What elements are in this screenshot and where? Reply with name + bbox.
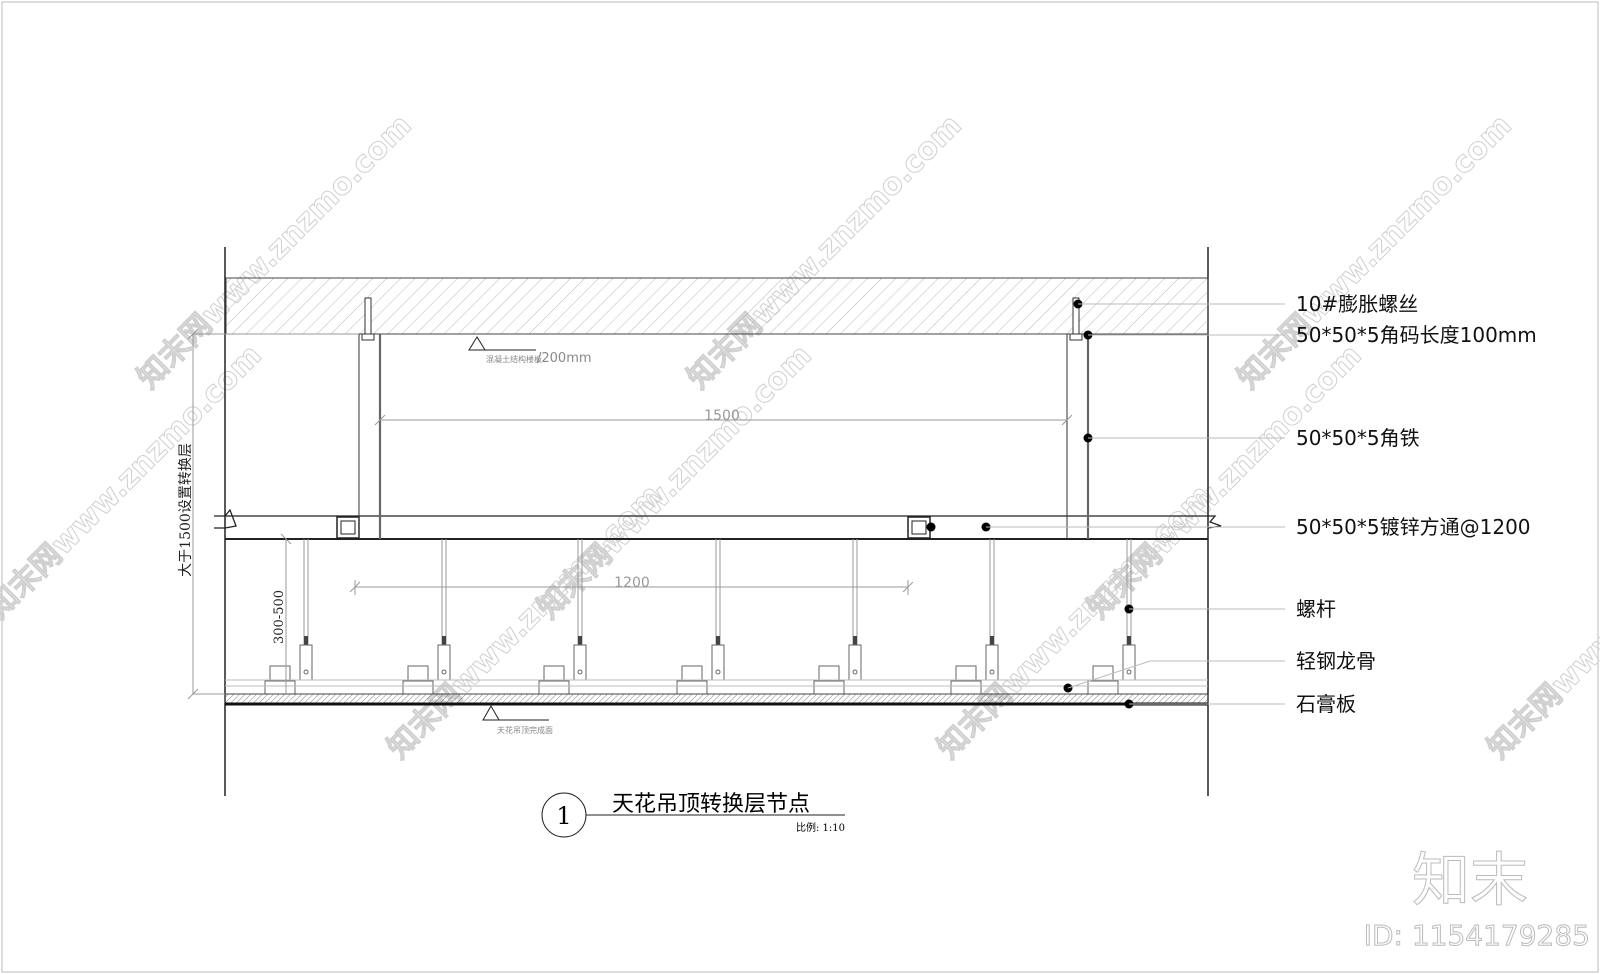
light-steel-runner: [543, 665, 565, 682]
runner-base: [1087, 680, 1119, 695]
watermark-logo: 知末: [1412, 846, 1528, 914]
watermark-text: 知末网www.znzmo.com: [931, 478, 1219, 766]
runner-base: [676, 680, 708, 695]
watermark-text: 知末网www.znzmo.com: [681, 108, 969, 396]
level-marker-ceiling: [482, 704, 549, 721]
square-tube-left: [336, 516, 360, 539]
gypsum-board: [224, 693, 1209, 704]
callout-label: 50*50*5角码长度100mm: [1296, 323, 1537, 347]
runner-base: [950, 680, 982, 695]
light-steel-runner: [407, 665, 429, 682]
clip-hole: [715, 669, 721, 675]
clip-hole: [989, 669, 995, 675]
hanger-clip: [985, 644, 999, 681]
clip-hole: [1126, 669, 1132, 675]
detail-number: 1: [556, 802, 571, 830]
concrete-slab: [225, 277, 1209, 335]
hanger-clip: [1122, 644, 1136, 681]
square-tube-left-inner: [340, 520, 356, 535]
callout-label: 石膏板: [1296, 692, 1356, 716]
dimension-lines: [187, 328, 1073, 700]
dim-1500: 1500: [704, 408, 740, 424]
watermark-id: ID: 1154179285: [1364, 919, 1590, 952]
callout-6: 轻钢龙骨: [1063, 649, 1376, 693]
callout-1: 10#膨胀螺丝: [1073, 292, 1418, 316]
callout-4: 50*50*5镀锌方通@1200: [981, 515, 1531, 539]
hanger-clip: [711, 644, 725, 681]
leader-line: [1067, 660, 1285, 689]
hanger-clip: [437, 644, 451, 681]
hanger-clip: [299, 644, 313, 681]
clip-hole: [441, 669, 447, 675]
dim-height-text: 大于1500设置转换层: [177, 443, 194, 577]
leader-dot: [926, 522, 936, 532]
level-slab-text: 混凝土结构楼板: [486, 354, 542, 364]
level-marker-slab: [468, 336, 536, 351]
callout-label: 10#膨胀螺丝: [1296, 292, 1418, 316]
callout-3: 50*50*5角铁: [1083, 426, 1420, 450]
callout-label: 50*50*5角铁: [1296, 426, 1420, 450]
hanger-clip: [848, 644, 862, 681]
transfer-layer: [214, 508, 1222, 540]
runner-base: [538, 680, 570, 695]
watermark-text: 知末网www.znzmo.com: [381, 478, 669, 766]
runner-base: [402, 680, 434, 695]
clip-hole: [577, 669, 583, 675]
light-steel-runner: [269, 665, 291, 682]
level-slab-value: /200mm: [537, 351, 592, 366]
runner-base: [813, 680, 845, 695]
expansion-bolts: [361, 297, 1083, 341]
light-steel-runner: [818, 665, 840, 682]
hanger-clip: [573, 644, 587, 681]
hanger-rods: [264, 539, 1136, 695]
callout-label: 螺杆: [1296, 597, 1336, 621]
clip-hole: [852, 669, 858, 675]
callout-7: 石膏板: [1124, 692, 1356, 716]
level-ceiling-text: 天花吊顶完成面: [497, 725, 553, 735]
watermark-text: 知末网www.znzmo.com: [131, 108, 419, 396]
drawing-scale: 比例: 1:10: [796, 821, 845, 834]
watermark-text: 知末网www.znzmo.com: [1231, 108, 1519, 396]
dim-1200: 1200: [614, 575, 650, 591]
callout-5: 螺杆: [1124, 597, 1336, 621]
light-steel-runner: [681, 665, 703, 682]
callout-leaders: 10#膨胀螺丝 50*50*5角码长度100mm 50*50*5角铁 50*50*5镀…: [926, 292, 1537, 716]
callout-label: 轻钢龙骨: [1296, 649, 1376, 673]
runner-base: [264, 680, 296, 695]
watermark-text: 知末网www.znzmo.com: [0, 338, 269, 626]
light-steel-runner: [955, 665, 977, 682]
square-tube-right-inner: [911, 520, 927, 535]
dim-rod-text: 300-500: [272, 590, 287, 644]
callout-label: 50*50*5镀锌方通@1200: [1296, 515, 1531, 539]
drawing-title: 天花吊顶转换层节点: [612, 792, 810, 817]
clip-hole: [303, 669, 309, 675]
callout-2: 50*50*5角码长度100mm: [1083, 323, 1537, 347]
